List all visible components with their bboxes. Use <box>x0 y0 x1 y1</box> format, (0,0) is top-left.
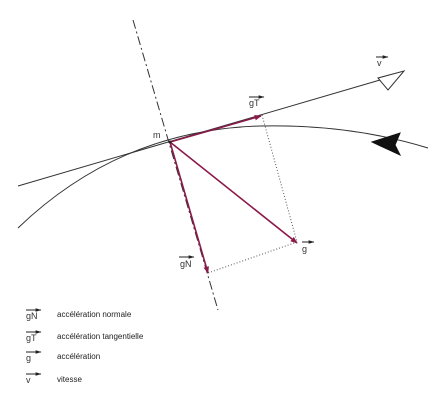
projection-line-normal <box>207 241 298 274</box>
tangential-acceleration-vector <box>169 115 262 143</box>
normal-acceleration-vector <box>169 141 209 274</box>
projection-line-tangential <box>261 114 298 243</box>
legend-item-acceleration: g accélération <box>26 350 100 363</box>
legend-item-normal: gN accélération normale <box>26 308 132 321</box>
normal-line <box>132 19 219 311</box>
legend-item-velocity: v vitesse <box>26 372 82 385</box>
legend-symbol: gN <box>26 311 38 321</box>
legend: gN accélération normale gT accélération … <box>26 308 144 385</box>
trajectory-arrowhead <box>370 132 402 157</box>
velocity-arrowhead <box>377 70 406 91</box>
point-m-label: m <box>153 130 161 140</box>
velocity-label: v <box>377 58 382 68</box>
trajectory-curve <box>17 125 429 229</box>
legend-symbol: v <box>26 375 31 385</box>
legend-text: vitesse <box>57 375 82 384</box>
legend-text: accélération tangentielle <box>57 332 144 341</box>
legend-symbol: g <box>26 353 31 363</box>
legend-text: accélération <box>57 352 100 361</box>
point-m-dot <box>168 140 172 144</box>
acceleration-vector <box>169 141 298 244</box>
tangential-label: gT <box>249 98 260 108</box>
normal-label: gN <box>180 259 192 269</box>
legend-item-tangential: gT accélération tangentielle <box>26 330 144 343</box>
acceleration-label: g <box>302 244 307 254</box>
legend-text: accélération normale <box>57 310 132 319</box>
legend-symbol: gT <box>26 333 37 343</box>
